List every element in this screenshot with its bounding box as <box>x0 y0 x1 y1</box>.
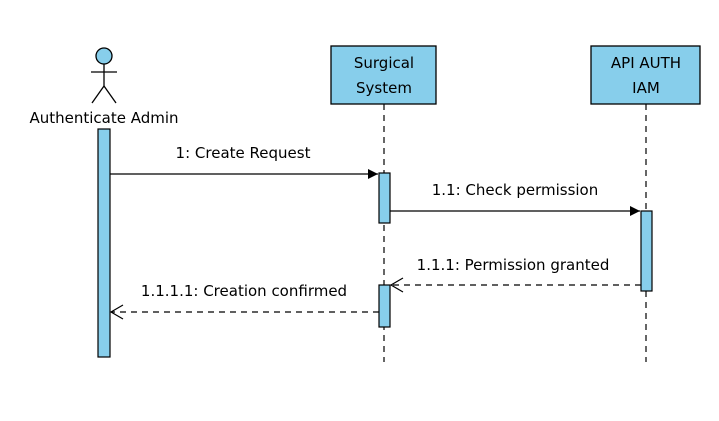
activation-bar-api <box>640 210 653 292</box>
message-create-request[interactable]: 1: Create Request <box>110 144 378 179</box>
message-check-permission[interactable]: 1.1: Check permission <box>390 181 640 216</box>
participant-api-auth-iam[interactable]: API AUTH IAM <box>590 45 701 105</box>
stick-figure-icon <box>91 47 117 104</box>
open-arrowhead-icon <box>109 304 124 320</box>
participant-surgical-system[interactable]: Surgical System <box>330 45 437 105</box>
open-arrowhead-icon <box>389 277 404 293</box>
activation-bar-actor <box>97 128 111 358</box>
message-label: 1.1.1: Permission granted <box>417 256 610 274</box>
message-label: 1: Create Request <box>176 144 311 162</box>
actor-label: Authenticate Admin <box>29 109 178 127</box>
participant-label-line1: Surgical <box>354 54 414 72</box>
participant-label-line2: System <box>356 79 412 97</box>
message-label: 1.1: Check permission <box>432 181 599 199</box>
participant-label-line2: IAM <box>632 79 660 97</box>
activation-bar-surgical-1 <box>378 172 391 224</box>
activation-bar-surgical-2 <box>378 284 391 328</box>
message-permission-granted[interactable]: 1.1.1: Permission granted <box>389 256 641 293</box>
message-creation-confirmed[interactable]: 1.1.1.1: Creation confirmed <box>109 282 379 320</box>
message-label: 1.1.1.1: Creation confirmed <box>141 282 347 300</box>
actor-authenticate-admin[interactable]: Authenticate Admin <box>29 47 179 127</box>
participant-label-line1: API AUTH <box>611 54 681 72</box>
